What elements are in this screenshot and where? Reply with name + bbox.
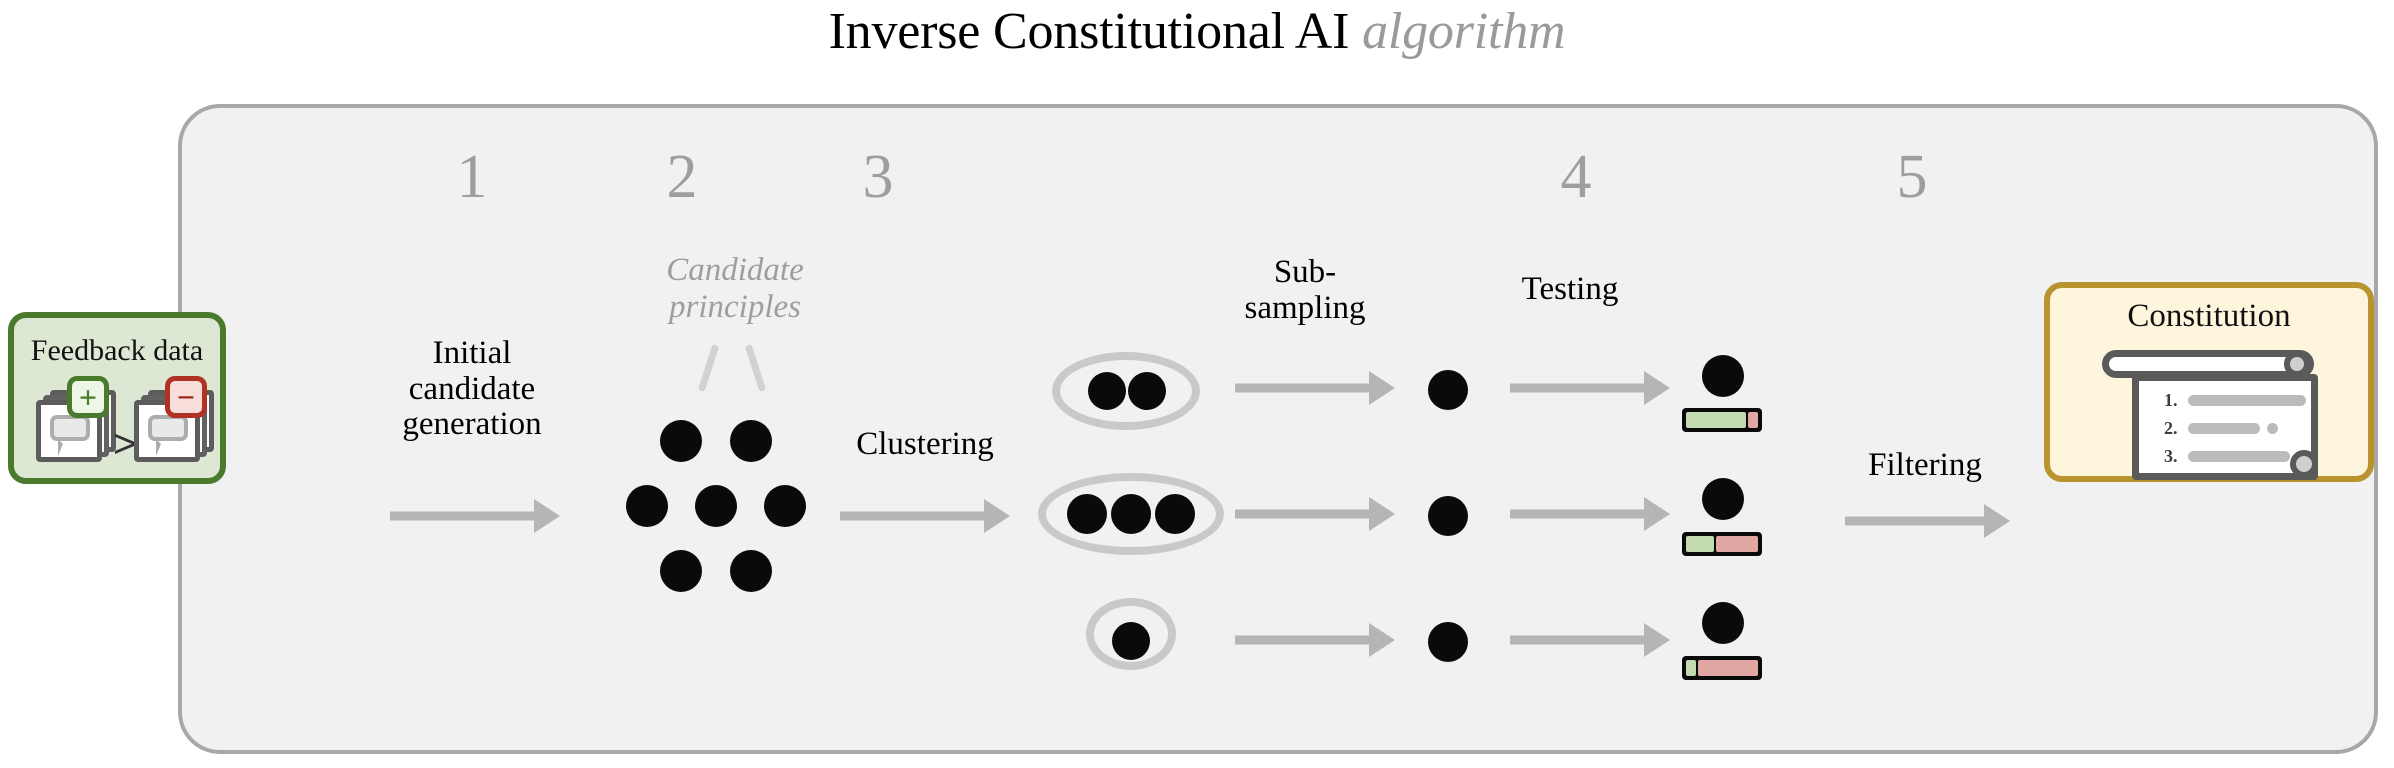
arrow-step-2 bbox=[840, 498, 1010, 534]
pass-segment bbox=[1686, 412, 1746, 428]
scroll-bottom-knob bbox=[2290, 450, 2318, 478]
arrow-head bbox=[1644, 371, 1670, 405]
arrow-shaft bbox=[1235, 509, 1371, 519]
pipeline-panel bbox=[178, 104, 2378, 754]
step-2-label: Clustering bbox=[856, 426, 994, 462]
arrow-shaft bbox=[1510, 509, 1646, 519]
constitution-caption: Constitution bbox=[2127, 298, 2291, 334]
arrow-step-3-row-3 bbox=[1235, 622, 1395, 658]
cluster-dot bbox=[1088, 372, 1126, 410]
arrow-step-4-row-2 bbox=[1510, 496, 1670, 532]
arrow-head bbox=[1369, 623, 1395, 657]
arrow-shaft bbox=[1510, 383, 1646, 393]
tested-dot bbox=[1702, 478, 1744, 520]
subsampled-dot bbox=[1428, 496, 1468, 536]
arrow-step-5 bbox=[1845, 503, 2010, 539]
arrow-head bbox=[1369, 371, 1395, 405]
arrow-step-1 bbox=[390, 498, 560, 534]
placeholder-dot bbox=[2267, 423, 2278, 434]
step-number-1: 1 bbox=[456, 143, 488, 211]
arrow-head bbox=[534, 499, 560, 533]
list-item-number: 1. bbox=[2164, 390, 2178, 410]
arrow-step-4-row-1 bbox=[1510, 370, 1670, 406]
cluster-dot bbox=[1155, 494, 1195, 534]
cluster-dot bbox=[1112, 622, 1150, 660]
cluster-ellipse-3 bbox=[1086, 598, 1176, 670]
placeholder-bar bbox=[2188, 451, 2290, 462]
speech-bubble-icon bbox=[148, 415, 188, 456]
scroll-top-knob bbox=[2284, 351, 2310, 377]
test-result-bar-2 bbox=[1682, 532, 1762, 556]
arrow-head bbox=[1644, 623, 1670, 657]
feedback-data-caption: Feedback data bbox=[30, 334, 204, 367]
constitution-list: 1. 2. 3. bbox=[2164, 390, 2306, 467]
list-item-number: 3. bbox=[2164, 446, 2178, 466]
candidate-principles-label: Candidate principles bbox=[666, 252, 804, 325]
cluster-dot bbox=[1128, 372, 1166, 410]
pass-segment bbox=[1686, 660, 1696, 676]
cluster-dot bbox=[1067, 494, 1107, 534]
arrow-shaft bbox=[1235, 635, 1371, 645]
step-5-label: Filtering bbox=[1868, 447, 1982, 483]
title-main: Inverse Constitutional AI bbox=[828, 3, 1363, 60]
arrow-shaft bbox=[390, 511, 536, 521]
arrow-head bbox=[984, 499, 1010, 533]
arrow-head bbox=[1984, 504, 2010, 538]
scroll-icon: 1. 2. 3. bbox=[2102, 350, 2324, 480]
fail-segment bbox=[1716, 536, 1758, 552]
arrow-step-3-row-1 bbox=[1235, 370, 1395, 406]
arrow-step-3-row-2 bbox=[1235, 496, 1395, 532]
test-result-bar-1 bbox=[1682, 408, 1762, 432]
preference-comparator: > bbox=[113, 422, 137, 466]
test-result-bar-3 bbox=[1682, 656, 1762, 680]
cluster-dot bbox=[1111, 494, 1151, 534]
placeholder-bar bbox=[2188, 395, 2306, 406]
candidate-dot bbox=[764, 485, 806, 527]
arrow-shaft bbox=[840, 511, 986, 521]
title-emphasis: algorithm bbox=[1362, 3, 1566, 60]
cluster-ellipse-2 bbox=[1038, 473, 1224, 555]
arrow-shaft bbox=[1510, 635, 1646, 645]
step-number-3: 3 bbox=[862, 143, 894, 211]
fail-segment bbox=[1697, 660, 1758, 676]
constitution-list-item: 1. bbox=[2164, 390, 2306, 411]
candidate-dot bbox=[730, 550, 772, 592]
tested-dot bbox=[1702, 355, 1744, 397]
step-4-label: Testing bbox=[1521, 271, 1619, 307]
page-title: Inverse Constitutional AI algorithm bbox=[0, 2, 2394, 61]
step-1-label: Initial candidate generation bbox=[402, 335, 542, 443]
subsampled-dot bbox=[1428, 370, 1468, 410]
step-number-2: 2 bbox=[666, 143, 698, 211]
candidate-dot bbox=[660, 420, 702, 462]
arrow-shaft bbox=[1845, 516, 1986, 526]
arrow-head bbox=[1644, 497, 1670, 531]
step-3-label: Sub- sampling bbox=[1244, 254, 1366, 326]
constitution-box: Constitution 1. 2. 3. bbox=[2044, 282, 2374, 482]
scroll-top-curl bbox=[2102, 350, 2314, 378]
arrow-head bbox=[1369, 497, 1395, 531]
candidate-dot bbox=[695, 485, 737, 527]
arrow-shaft bbox=[1235, 383, 1371, 393]
candidate-dot bbox=[730, 420, 772, 462]
tested-dot bbox=[1702, 602, 1744, 644]
rejected-card-stack bbox=[134, 390, 220, 466]
feedback-data-box: Feedback data + > − bbox=[8, 312, 226, 484]
candidate-dot bbox=[660, 550, 702, 592]
speech-bubble-icon bbox=[50, 415, 90, 456]
fail-segment bbox=[1747, 412, 1758, 428]
list-item-number: 2. bbox=[2164, 418, 2178, 438]
constitution-list-item: 2. bbox=[2164, 418, 2306, 439]
step-number-4: 4 bbox=[1560, 143, 1592, 211]
plus-badge-icon: + bbox=[67, 376, 109, 418]
candidate-dot bbox=[626, 485, 668, 527]
subsampled-dot bbox=[1428, 622, 1468, 662]
constitution-list-item: 3. bbox=[2164, 446, 2306, 467]
placeholder-bar bbox=[2188, 423, 2260, 434]
pass-segment bbox=[1686, 536, 1714, 552]
cluster-ellipse-1 bbox=[1052, 352, 1200, 430]
step-number-5: 5 bbox=[1896, 143, 1928, 211]
minus-badge-icon: − bbox=[165, 376, 207, 418]
arrow-step-4-row-3 bbox=[1510, 622, 1670, 658]
